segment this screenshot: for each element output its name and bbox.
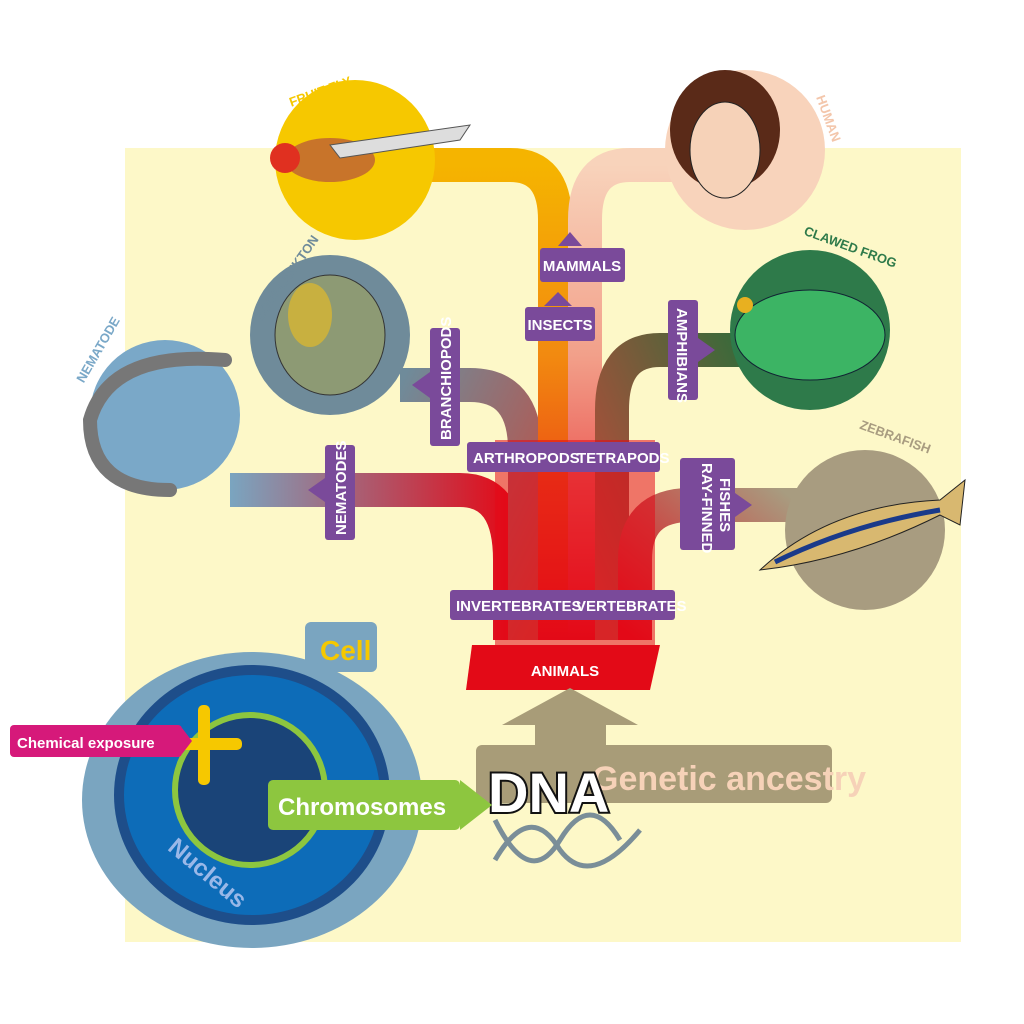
label-cell: Cell — [320, 635, 371, 666]
label-chromosomes: Chromosomes — [278, 794, 446, 821]
organism-human: HUMAN — [665, 70, 844, 230]
label-genetic-ancestry: Genetic ancestry — [592, 760, 866, 798]
label-vertebrates: VERTEBRATES — [576, 598, 687, 615]
label-chemical-exposure: Chemical exposure — [17, 735, 155, 752]
branch-amphibians — [595, 333, 740, 640]
label-mammals: MAMMALS — [543, 258, 621, 275]
label-box-mammals — [540, 248, 625, 282]
cell-tab — [305, 622, 377, 672]
label-arthropods: ARTHROPODS — [473, 450, 580, 467]
worm-icon — [82, 351, 232, 497]
face-icon — [689, 101, 761, 199]
label-invertebrates: INVERTEBRATES — [456, 598, 582, 615]
dna-helix-icon — [492, 812, 642, 869]
label-nematodes: NEMATODES — [333, 441, 350, 535]
organism-clawed-frog: CLAWED FROG — [730, 223, 899, 410]
branch-insects — [410, 148, 572, 640]
eggs-icon — [288, 283, 332, 347]
fly-eye-icon — [270, 143, 300, 173]
branch-mammals — [568, 148, 680, 640]
fly-wing-icon — [329, 124, 472, 159]
label-amphibians: AMPHIBIANS — [673, 308, 690, 403]
organism-zebrafish: ZEBRAFISH — [758, 417, 966, 610]
up-arrow-icon — [502, 688, 638, 745]
animals-banner — [466, 645, 660, 690]
label-tetrapods: TETRAPODS — [577, 450, 670, 467]
chromosomes-arrow — [268, 780, 460, 830]
cell-diagram: Cell Nucleus Chemical exposure Chromosom… — [10, 622, 492, 948]
chemical-exposure-arrow — [10, 725, 182, 757]
genetic-ancestry: Genetic ancestry DNA — [476, 688, 866, 869]
frog-icon — [734, 289, 886, 381]
label-branchiopods: BRANCHIOPODS — [438, 317, 455, 440]
label-ray-finned: RAY-FINNED — [698, 463, 715, 553]
label-animals: ANIMALS — [531, 663, 599, 680]
organism-fruit-fly: FRUIT FLY — [270, 73, 472, 240]
group-labels: MAMMALS INSECTS AMPHIBIANS BRANCHIOPODS … — [308, 232, 752, 690]
label-fishes: FISHES — [716, 478, 733, 532]
label-insects: INSECTS — [527, 317, 592, 334]
